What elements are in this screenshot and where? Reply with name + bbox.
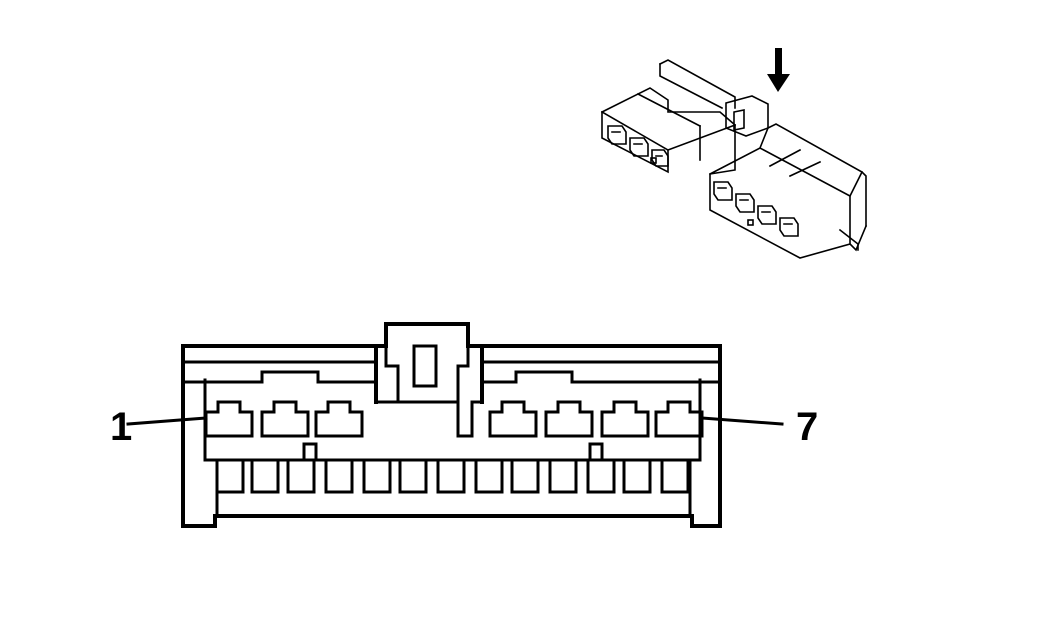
polarizing-key-left bbox=[302, 442, 318, 462]
pin-cavity-2 bbox=[260, 400, 310, 438]
pin-label-1: 1 bbox=[110, 405, 132, 449]
pin-cavity-1 bbox=[204, 400, 254, 438]
pin-cavity-6 bbox=[600, 400, 650, 438]
latch-window bbox=[412, 344, 438, 388]
latch bbox=[374, 322, 484, 438]
connector-isometric-view bbox=[600, 48, 868, 259]
pin-cavity-5 bbox=[544, 400, 594, 438]
arrow-down-icon bbox=[767, 48, 790, 92]
iso-cavity-group-right bbox=[713, 181, 799, 237]
pin-cavity-4 bbox=[488, 400, 538, 438]
pin-cavity-row bbox=[204, 400, 704, 438]
pin-cavity-7 bbox=[654, 400, 704, 438]
leader-line-pin-7 bbox=[700, 416, 784, 426]
connector-front-view: 1 7 bbox=[110, 322, 818, 528]
bottom-ribs bbox=[215, 458, 690, 494]
iso-cavity-group-left bbox=[607, 125, 669, 167]
polarizing-key-right bbox=[588, 442, 604, 462]
iso-key-left bbox=[650, 157, 657, 164]
leader-line-pin-1 bbox=[126, 416, 208, 426]
pin-label-7: 7 bbox=[796, 405, 818, 449]
pin-cavity-3 bbox=[314, 400, 364, 438]
iso-key-right bbox=[747, 219, 754, 226]
